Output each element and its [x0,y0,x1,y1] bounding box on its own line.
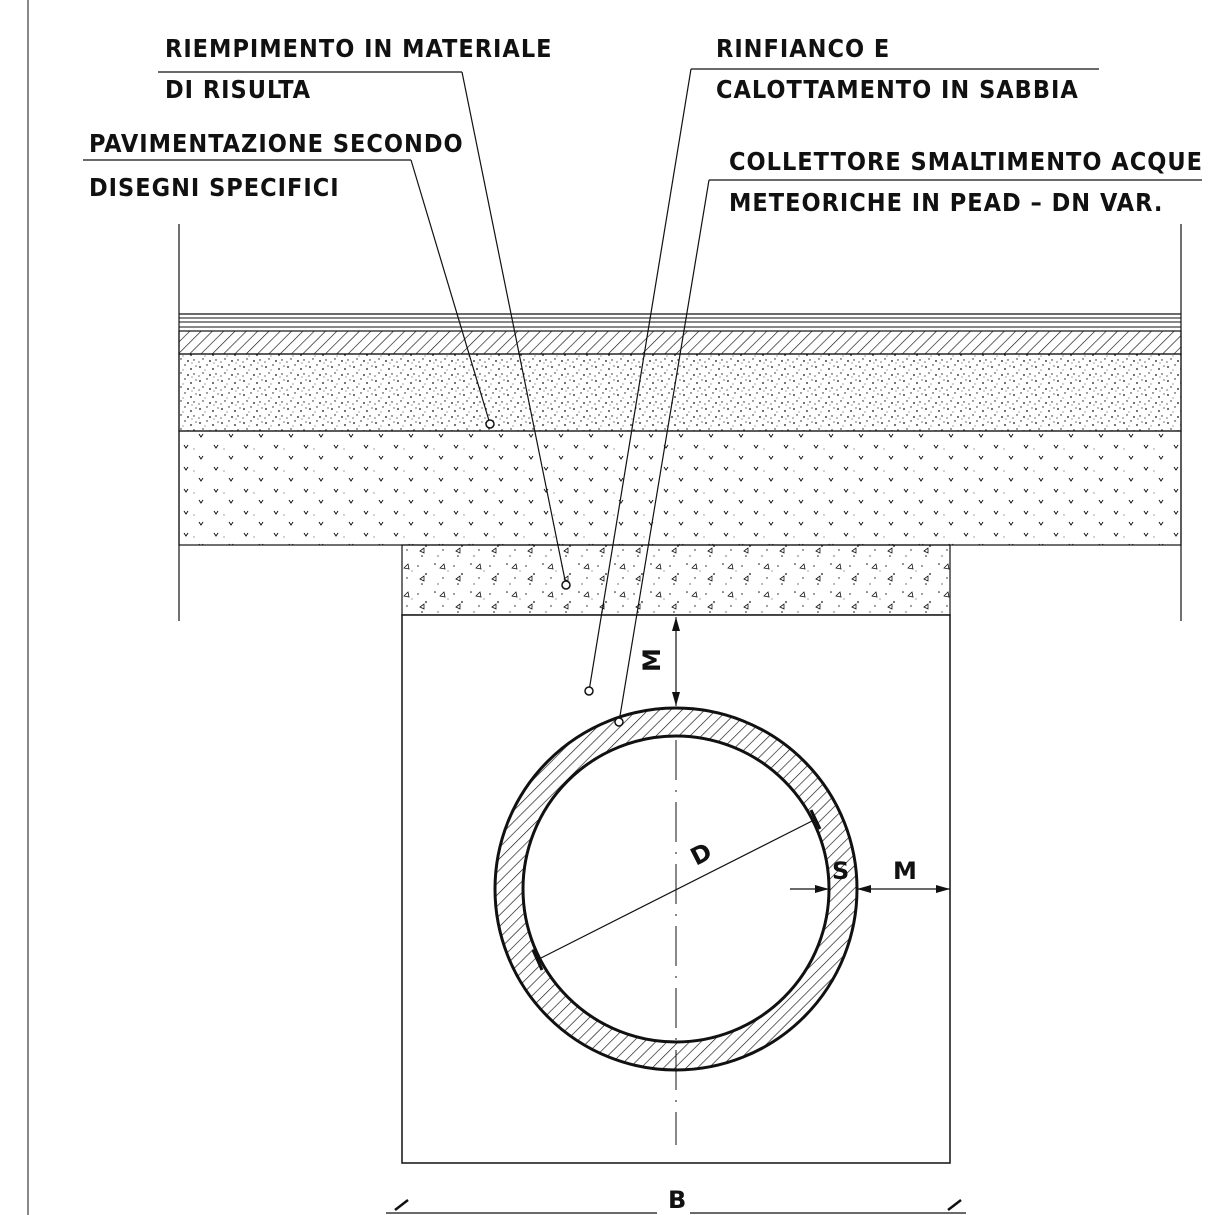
thickness-label: S [832,857,849,885]
rinfianco-label-2: CALOTTAMENTO IN SABBIA [716,75,1079,104]
binder-layer [178,330,1182,355]
leader-rinfianco: RINFIANCO E CALOTTAMENTO IN SABBIA [584,34,1099,696]
side-cover-label: M [893,857,917,885]
leader-pavimentazione: PAVIMENTAZIONE SECONDO DISEGNI SPECIFICI [83,129,495,429]
trench-width-dimension: B [386,1186,966,1214]
subbase-layer [178,430,1182,546]
riempimento-label-2: DI RISULTA [165,75,311,104]
top-cover-dimension: M [638,617,680,706]
pavimentazione-label-1: PAVIMENTAZIONE SECONDO [89,129,464,158]
pavimentazione-label-2: DISEGNI SPECIFICI [89,173,340,202]
leader-collettore: COLLETTORE SMALTIMENTO ACQUE METEORICHE … [614,147,1203,727]
side-dimension: S M [790,857,950,893]
trench-width-label: B [668,1186,686,1214]
collettore-label-1: COLLETTORE SMALTIMENTO ACQUE [729,147,1203,176]
base-layer [178,353,1182,432]
pavement-layers [178,313,1182,546]
concrete-cap-layer [401,544,951,616]
rinfianco-label-1: RINFIANCO E [716,34,890,63]
riempimento-label-1: RIEMPIMENTO IN MATERIALE [165,34,553,63]
collettore-label-2: METEORICHE IN PEAD – DN VAR. [729,188,1163,217]
leader-riempimento: RIEMPIMENTO IN MATERIALE DI RISULTA [158,34,571,590]
top-cover-label: M [638,648,666,672]
